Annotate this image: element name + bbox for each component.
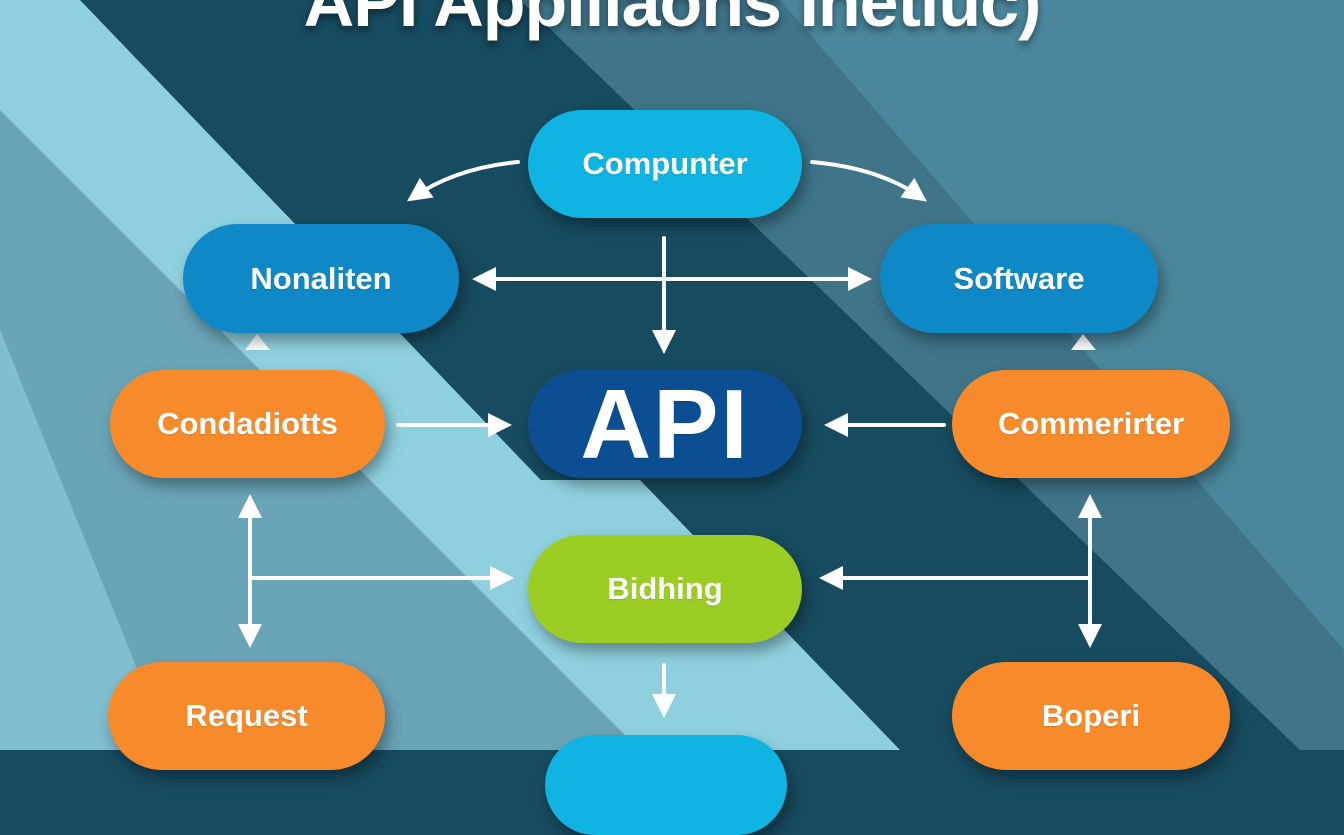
node-commerirter-label: Commerirter: [997, 406, 1185, 441]
node-nonaliten[interactable]: Nonaliten: [183, 224, 459, 333]
node-computer[interactable]: Compunter: [528, 110, 802, 218]
node-request-label: Request: [185, 698, 308, 733]
node-computer-label: Compunter: [582, 146, 748, 181]
node-software-label: Software: [953, 260, 1085, 296]
node-api-label: API: [580, 368, 750, 479]
node-bottom-center[interactable]: [545, 735, 787, 835]
node-boperi-label: Boperi: [1041, 698, 1141, 733]
node-condadiotts[interactable]: Condadiotts: [110, 370, 385, 478]
node-boperi[interactable]: Boperi: [952, 662, 1230, 770]
node-commerirter[interactable]: Commerirter: [952, 370, 1230, 478]
node-nonaliten-label: Nonaliten: [250, 260, 392, 296]
bg-stripe-left-edge: [0, 330, 170, 750]
diagram-title: API Appiliaons Inetiuc): [303, 0, 1042, 41]
node-request[interactable]: Request: [108, 662, 385, 770]
node-biding-label: Bidhing: [607, 571, 723, 606]
node-software[interactable]: Software: [880, 224, 1158, 333]
node-condadiotts-label: Condadiotts: [157, 406, 338, 441]
node-api[interactable]: API: [528, 368, 802, 479]
node-biding[interactable]: Bidhing: [528, 535, 802, 643]
